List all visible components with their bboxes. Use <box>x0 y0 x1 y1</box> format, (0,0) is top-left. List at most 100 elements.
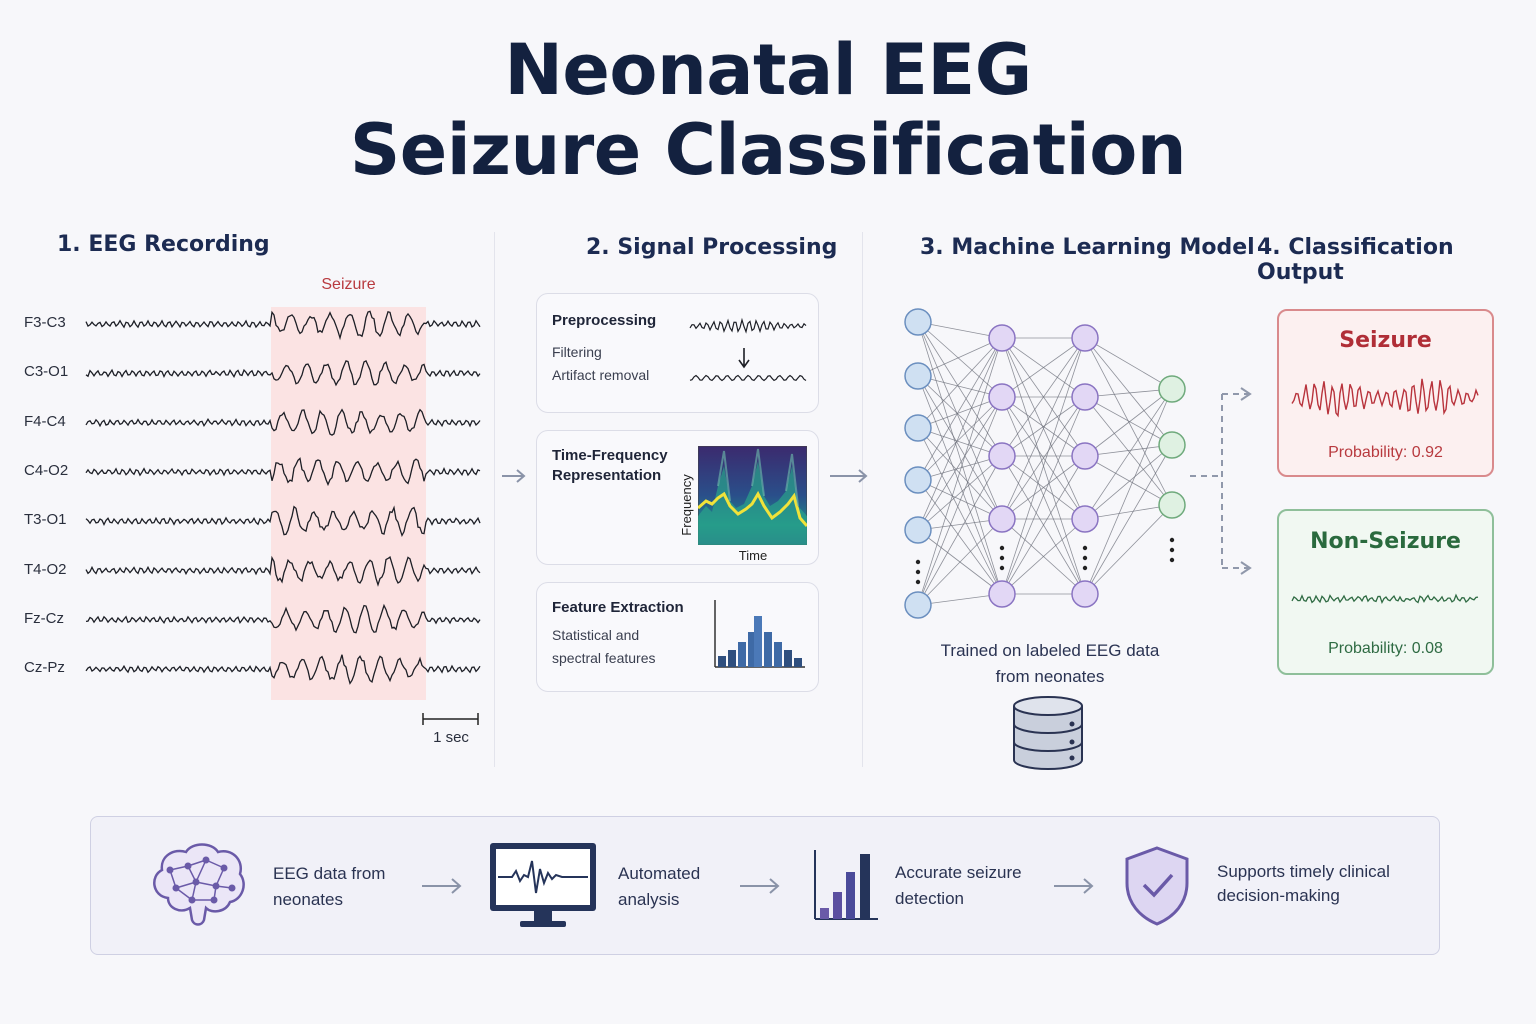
channel-label: F3-C3 <box>24 314 66 331</box>
network-neuron <box>1158 431 1186 459</box>
network-connection <box>917 479 1003 520</box>
model-caption-line-2: from neonates <box>995 667 1105 686</box>
network-connection <box>917 321 1003 520</box>
ellipsis-dot <box>915 559 921 565</box>
network-connection <box>1001 455 1086 520</box>
summary-item-automated-analysis-line-2: analysis <box>618 890 680 909</box>
network-connection <box>917 455 1003 606</box>
network-connection <box>917 518 1003 531</box>
time-scale-bar <box>422 713 479 725</box>
summary-item-clinical-decisions: Supports timely clinical decision-making <box>1217 860 1390 908</box>
channel-label: C4-O2 <box>24 461 69 479</box>
network-connection <box>1084 337 1173 390</box>
network-connection <box>917 321 1003 398</box>
preprocessing-card <box>536 293 819 413</box>
network-connection <box>1084 504 1173 595</box>
channel-label: C3-O1 <box>24 363 69 381</box>
network-connection <box>917 396 1003 481</box>
network-neuron <box>904 414 932 442</box>
network-connection <box>917 427 1003 520</box>
divider <box>494 232 495 767</box>
model-caption: Trained on labeled EEG data from neonate… <box>900 638 1200 690</box>
network-connection <box>917 518 1003 606</box>
network-neuron <box>904 362 932 390</box>
eeg-trace <box>85 654 481 685</box>
ellipsis-dot <box>999 565 1005 571</box>
spectrogram-x-label: Time <box>738 548 768 563</box>
section-title-signal-processing: 2. Signal Processing <box>586 235 838 260</box>
channel-label: T4-O2 <box>24 560 67 578</box>
eeg-trace <box>85 505 481 538</box>
page-title: Neonatal EEG Seizure Classification <box>0 30 1536 190</box>
neural-network-diagram <box>904 308 1186 619</box>
network-connection <box>1084 455 1173 506</box>
network-connection <box>1084 444 1173 457</box>
database-icon <box>1013 696 1083 770</box>
preprocessing-signal-icon <box>689 317 807 382</box>
summary-item-clinical-decisions-line-2: decision-making <box>1217 886 1340 905</box>
shield-check-icon <box>1125 846 1189 926</box>
eeg-trace <box>85 310 481 341</box>
ellipsis-dot <box>1169 537 1175 543</box>
preprocessing-desc: Filtering Artifact removal <box>552 341 649 387</box>
ellipsis-dot <box>1082 555 1088 561</box>
non-seizure-probability: Probability: 0.08 <box>1328 640 1443 657</box>
network-connection <box>1084 396 1173 446</box>
network-connection <box>1084 504 1173 520</box>
monitor-icon <box>490 843 596 927</box>
feature-extraction-title: Feature Extraction <box>552 599 684 616</box>
network-connection <box>1001 337 1086 457</box>
eeg-trace <box>85 603 481 634</box>
network-connection <box>1084 388 1173 398</box>
title-line-1: Neonatal EEG <box>504 29 1032 111</box>
seizure-probability: Probability: 0.92 <box>1328 444 1443 461</box>
network-neuron <box>988 324 1016 352</box>
arrow-right-icon <box>422 878 462 894</box>
network-connection <box>917 337 1003 531</box>
non-seizure-output-card <box>1277 509 1494 675</box>
title-line-2: Seizure Classification <box>349 109 1187 191</box>
network-neuron <box>988 505 1016 533</box>
summary-item-accurate-detection-line-2: detection <box>895 889 964 908</box>
network-connection <box>917 337 1003 377</box>
preprocessing-signal <box>689 317 807 334</box>
arrow-right-icon <box>1054 878 1094 894</box>
eeg-trace <box>85 360 481 387</box>
network-neuron <box>1071 580 1099 608</box>
network-neuron <box>1158 375 1186 403</box>
network-connection <box>1001 337 1086 520</box>
network-neuron <box>1071 383 1099 411</box>
network-connection <box>917 396 1003 606</box>
feature-extraction-line-2: spectral features <box>552 650 656 666</box>
network-connection <box>917 455 1003 531</box>
eeg-trace <box>85 555 481 587</box>
network-connection <box>917 396 1003 429</box>
seizure-region-label: Seizure <box>321 276 376 293</box>
ellipsis-dot <box>1082 545 1088 551</box>
feature-extraction-line-1: Statistical and <box>552 627 640 643</box>
ellipsis-dot <box>1169 547 1175 553</box>
network-connection <box>917 321 1003 457</box>
seizure-wave-line <box>1291 378 1479 418</box>
output-connector-icon <box>1190 387 1252 575</box>
time-scale-label: 1 sec <box>433 729 469 746</box>
network-connection <box>1084 337 1173 446</box>
seizure-waveform <box>1291 378 1479 418</box>
ellipsis-dot <box>1082 565 1088 571</box>
channel-label: Cz-Pz <box>24 659 65 677</box>
network-connection <box>1001 337 1086 595</box>
preprocessing-title: Preprocessing <box>552 312 657 329</box>
eeg-trace <box>85 457 481 487</box>
network-connection <box>917 396 1003 531</box>
summary-item-eeg-data-line-1: EEG data from <box>273 864 386 883</box>
spectrogram-y-label: Frequency <box>678 474 694 536</box>
network-connection <box>917 321 1003 339</box>
non-seizure-output-title: Non-Seizure <box>1310 529 1461 554</box>
network-connection <box>917 479 1003 595</box>
summary-item-clinical-decisions-line-1: Supports timely clinical <box>1217 862 1390 881</box>
network-neuron <box>904 308 932 336</box>
flow-arrow-icon <box>502 469 526 483</box>
network-connection <box>917 375 1003 457</box>
flow-arrow-icon <box>830 469 868 483</box>
channel-label: T3-O1 <box>24 511 67 529</box>
